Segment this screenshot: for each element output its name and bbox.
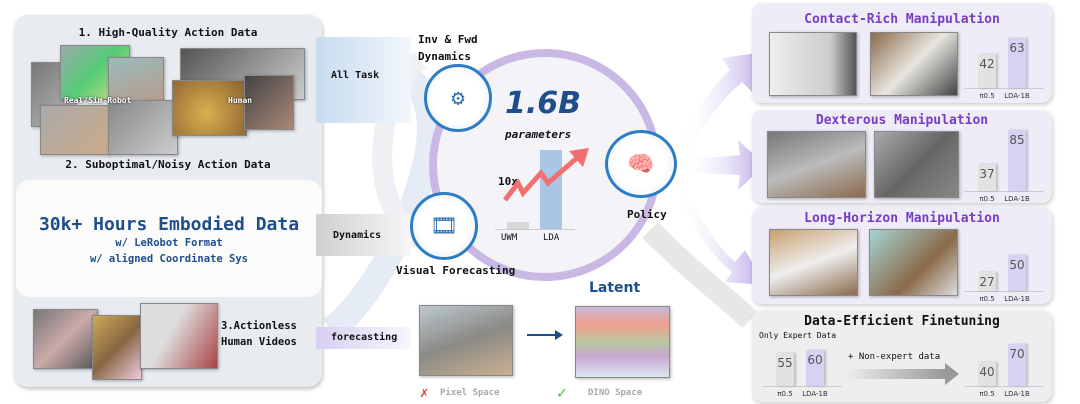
- bar-pi05: 37: [978, 164, 996, 191]
- bar-lda-1b: 50: [1008, 255, 1026, 291]
- gray-arrow-head-icon: [945, 363, 959, 385]
- check-icon: ✓: [557, 383, 567, 402]
- dynamics-connector: [316, 214, 411, 256]
- forecasting-label: forecasting: [331, 332, 398, 343]
- task-photo: [869, 229, 958, 296]
- latent-label: Latent: [589, 280, 641, 296]
- robot-label: Real/Sim-Robot: [64, 96, 132, 105]
- dino-space-image: [575, 306, 670, 378]
- inv-fwd-line1: Inv & Fwd: [418, 33, 478, 46]
- panel-title: Data-Efficient Finetuning: [804, 314, 1000, 329]
- inv-fwd-line2: Dynamics: [418, 50, 471, 63]
- bar-label: LDA-1B: [1004, 390, 1030, 398]
- human-label: Human: [228, 96, 253, 105]
- section3-line1: 3.Actionless: [221, 320, 297, 332]
- scale-baseline: [495, 229, 575, 230]
- task-photo: [769, 32, 857, 96]
- human-video-photo: [140, 303, 218, 369]
- section3-line2: Human Videos: [221, 336, 297, 348]
- params-value: 1.6B: [505, 86, 582, 121]
- embodied-data-box: 30k+ Hours Embodied Data w/ LeRobot Form…: [16, 180, 322, 297]
- bar-label: π0.5: [979, 195, 995, 203]
- task-photo: [769, 229, 858, 296]
- headline: 30k+ Hours Embodied Data: [38, 214, 300, 235]
- human-photo: [244, 75, 294, 130]
- section1-title: 1. High-Quality Action Data: [78, 26, 258, 39]
- bar-label: π0.5: [979, 295, 995, 303]
- bar-pi05: 40: [978, 362, 996, 386]
- non-expert-label: + Non-expert data: [848, 352, 941, 362]
- dynamics-label: Dynamics: [333, 230, 382, 241]
- bar-label: LDA-1B: [1004, 195, 1030, 203]
- lda-label: LDA: [543, 233, 560, 243]
- robot-arm-dynamics-icon: ⚙: [424, 64, 492, 132]
- bar-pi05: 42: [978, 54, 996, 88]
- panel-title: Dexterous Manipulation: [815, 113, 989, 128]
- bar-pi05: 55: [776, 353, 794, 386]
- task-photo: [870, 32, 958, 96]
- bar-label: π0.5: [777, 390, 793, 398]
- bar-label: LDA-1B: [802, 390, 828, 398]
- visual-forecasting-label: Visual Forecasting: [396, 264, 516, 277]
- arrow-head-icon: [555, 330, 563, 340]
- uwm-bar: [507, 222, 529, 229]
- panel-title: Contact-Rich Manipulation: [804, 12, 1000, 27]
- bar-lda-1b: 85: [1008, 129, 1026, 191]
- all-task-label: All Task: [331, 70, 380, 81]
- task-photo: [767, 131, 866, 198]
- bar-label: LDA-1B: [1004, 92, 1030, 100]
- film-strip-forecast-icon: 🎞: [410, 192, 478, 260]
- bar-pi05: 27: [978, 271, 996, 291]
- multiplier-label: 10x: [498, 175, 518, 188]
- bar-lda-1b: 70: [1008, 344, 1026, 386]
- forecasting-connector: [316, 327, 411, 349]
- cross-icon: ✗: [420, 385, 429, 401]
- bar-label: π0.5: [979, 92, 995, 100]
- human-video-photo: [33, 309, 98, 369]
- section2-title: 2. Suboptimal/Noisy Action Data: [65, 158, 271, 171]
- bar-lda-1b: 60: [806, 350, 824, 386]
- policy-label: Policy: [627, 208, 667, 221]
- gray-arrow-icon: [845, 369, 945, 379]
- robot-photo: [108, 100, 178, 155]
- brain-policy-icon: 🧠: [605, 130, 677, 198]
- bar-lda-1b: 63: [1008, 37, 1026, 88]
- task-photo: [874, 131, 959, 198]
- all-task-connector: [316, 37, 411, 123]
- params-label: parameters: [505, 128, 572, 141]
- human-photo: [172, 80, 247, 136]
- format-line: w/ LeRobot Format: [115, 237, 223, 249]
- coordinate-line: w/ aligned Coordinate Sys: [89, 253, 249, 265]
- finetuning-panel: Data-Efficient Finetuning Only Expert Da…: [752, 310, 1052, 402]
- growth-arrow-icon: [503, 148, 589, 202]
- uwm-label: UWM: [501, 233, 518, 243]
- bar-label: π0.5: [979, 390, 995, 398]
- lda-bar: [540, 150, 562, 229]
- panel-title: Long-Horizon Manipulation: [804, 211, 1000, 226]
- pixel-space-image: [419, 305, 513, 376]
- output-arrows: [675, 52, 765, 285]
- expert-only-label: Only Expert Data: [759, 331, 837, 340]
- inv-fwd-dynamics-title: Inv & Fwd Dynamics: [418, 31, 478, 65]
- section3-title: 3.Actionless Human Videos: [221, 318, 297, 350]
- human-video-photo: [92, 315, 142, 380]
- arrow-icon: [527, 334, 557, 336]
- dino-space-label: DINO Space: [588, 388, 643, 398]
- pixel-space-label: Pixel Space: [440, 388, 500, 398]
- robot-photo: [40, 105, 110, 155]
- bar-label: LDA-1B: [1004, 295, 1030, 303]
